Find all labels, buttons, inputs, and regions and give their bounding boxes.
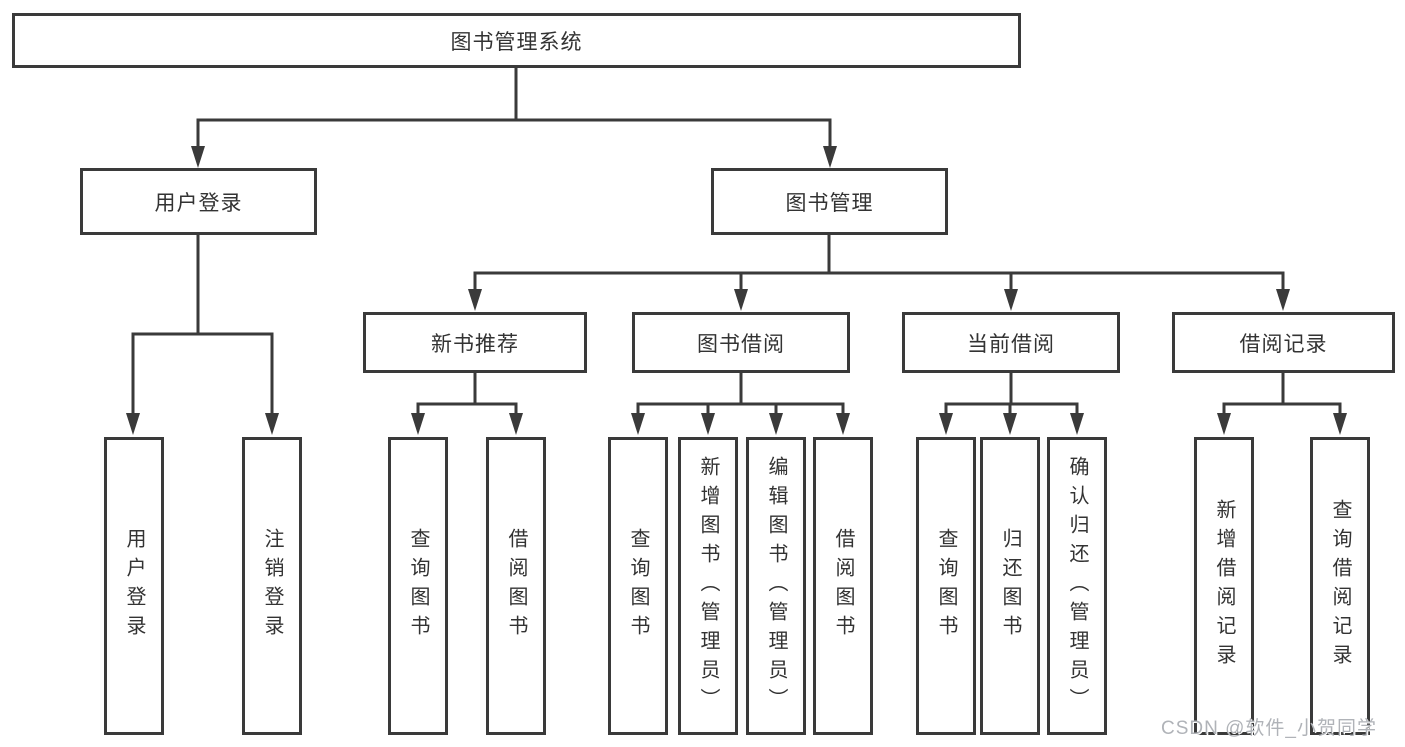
- node-label: 用户登录: [154, 191, 243, 215]
- node-borrow-records: 借阅记录: [1172, 312, 1395, 373]
- node-label: 借阅记录: [1239, 332, 1328, 356]
- leaf-label: 编辑图书（管理员）: [765, 455, 787, 717]
- leaf-add-borrow-record: 新增借阅记录: [1194, 437, 1254, 735]
- node-book-borrow: 图书借阅: [632, 312, 850, 373]
- leaf-add-books-admin: 新增图书（管理员）: [678, 437, 738, 735]
- leaf-label: 新增图书（管理员）: [697, 455, 719, 717]
- leaf-logout: 注销登录: [242, 437, 302, 735]
- leaf-recommend-query-books: 查询图书: [388, 437, 448, 735]
- node-book-management: 图书管理: [711, 168, 948, 235]
- leaf-borrow-books: 借阅图书: [813, 437, 873, 735]
- arrowhead-icons: [126, 146, 1347, 435]
- node-new-book-recommend: 新书推荐: [363, 312, 587, 373]
- leaf-label: 新增借阅记录: [1213, 499, 1235, 673]
- leaf-recommend-borrow-books: 借阅图书: [486, 437, 546, 735]
- node-label: 当前借阅: [967, 332, 1055, 356]
- leaf-label: 用户登录: [123, 528, 145, 644]
- leaf-user-login: 用户登录: [104, 437, 164, 735]
- leaf-label: 注销登录: [261, 528, 283, 644]
- leaf-label: 查询图书: [407, 528, 429, 644]
- leaf-label: 借阅图书: [832, 528, 854, 644]
- leaf-label: 查询图书: [935, 528, 957, 644]
- leaf-label: 确认归还（管理员）: [1066, 455, 1088, 717]
- leaf-current-query-books: 查询图书: [916, 437, 976, 735]
- leaf-label: 查询借阅记录: [1329, 499, 1351, 673]
- node-user-login: 用户登录: [80, 168, 317, 235]
- leaf-borrow-query-books: 查询图书: [608, 437, 668, 735]
- leaf-query-borrow-record: 查询借阅记录: [1310, 437, 1370, 735]
- csdn-watermark: CSDN @软件_小贺同学: [1161, 718, 1377, 739]
- node-label: 图书借阅: [697, 332, 785, 356]
- node-label: 图书管理: [785, 191, 874, 215]
- node-label: 新书推荐: [431, 332, 519, 356]
- leaf-return-books: 归还图书: [980, 437, 1040, 735]
- leaf-label: 归还图书: [999, 528, 1021, 644]
- node-current-borrow: 当前借阅: [902, 312, 1120, 373]
- node-label: 图书管理系统: [450, 30, 583, 54]
- leaf-edit-books-admin: 编辑图书（管理员）: [746, 437, 806, 735]
- leaf-label: 借阅图书: [505, 528, 527, 644]
- leaf-confirm-return-admin: 确认归还（管理员）: [1047, 437, 1107, 735]
- node-library-system-root: 图书管理系统: [12, 13, 1021, 68]
- leaf-label: 查询图书: [627, 528, 649, 644]
